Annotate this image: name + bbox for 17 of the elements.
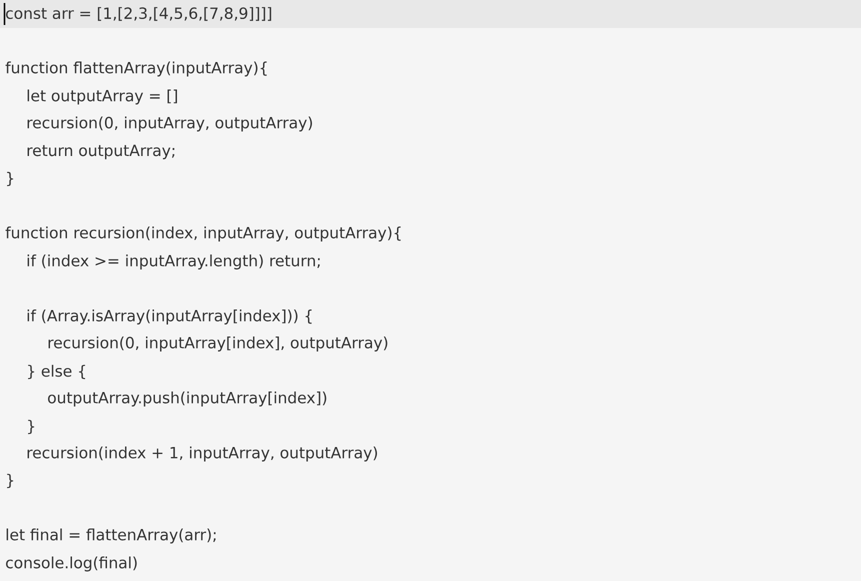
code-line: } else { [28, 364, 86, 380]
code-line: const arr = [1,[2,3,[4,5,6,[7,8,9]]]] [6, 7, 272, 21]
code-line: if (Array.isArray(inputArray[index])) { [28, 310, 312, 324]
code-line: return outputArray; [28, 144, 174, 160]
code-line: function recursion(index, inputArray, outputArray){ [6, 226, 401, 242]
code-line: } [7, 474, 14, 488]
code-line: if (index >= inputArray.length) return; [28, 254, 320, 270]
code-line: function flattenArray(inputArray){ [6, 62, 267, 76]
code-line: let outputArray = [] [28, 90, 177, 104]
code-line: console.log(final) [6, 556, 137, 572]
code-line: } [28, 420, 34, 434]
code-line: recursion(0, inputArray, outputArray) [28, 116, 312, 132]
code-line: let final = flattenArray(arr); [6, 528, 216, 544]
code-line: recursion(index + 1, inputArray, outputArray) [28, 446, 377, 462]
code-line: } [7, 172, 14, 186]
code-line: recursion(0, inputArray[index], outputArray) [48, 336, 388, 352]
code-line: outputArray.push(inputArray[index]) [48, 392, 326, 406]
